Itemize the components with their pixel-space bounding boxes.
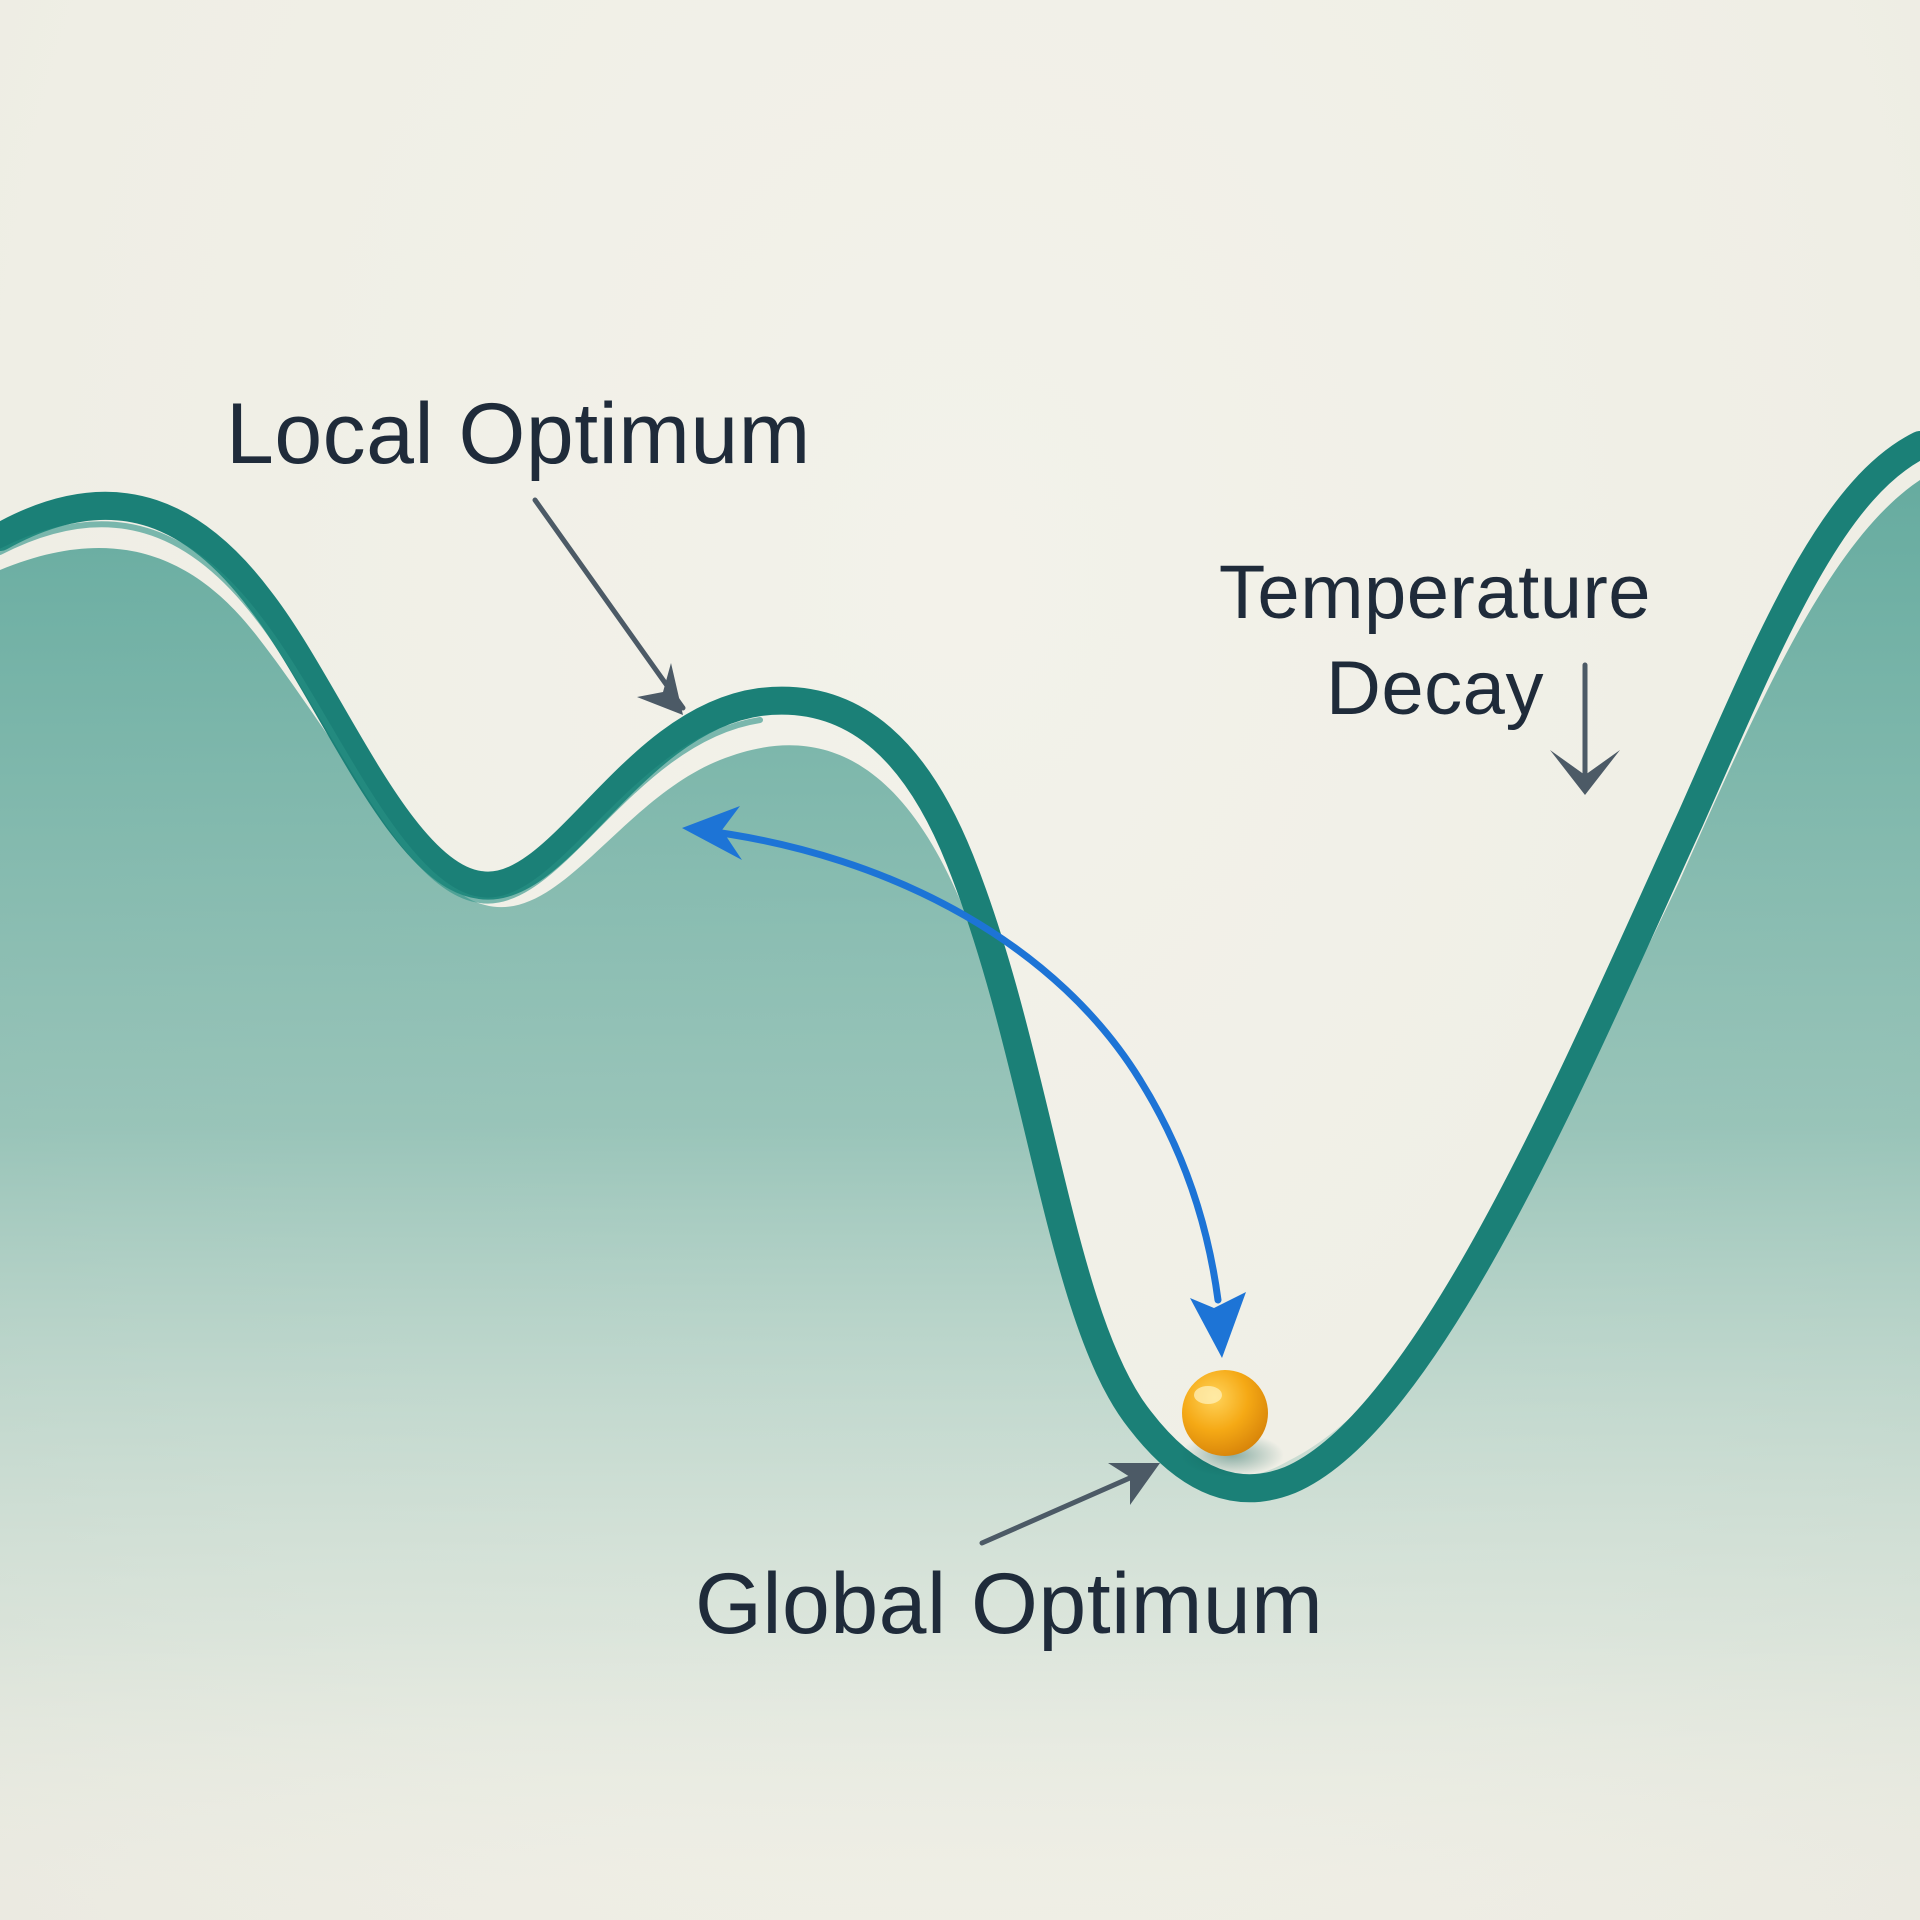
local-optimum-arrow	[532, 497, 686, 715]
transition-arrow	[682, 806, 1246, 1358]
landscape-fill	[0, 480, 1920, 1920]
landscape-curve	[0, 431, 1920, 1503]
ball-icon	[1182, 1370, 1268, 1456]
global-optimum-arrow	[979, 1463, 1160, 1546]
temperature-decay-arrow	[1550, 662, 1620, 795]
temperature-label-line2: Decay	[1326, 646, 1544, 731]
landscape-curve-highlight	[0, 521, 763, 904]
local-optimum-label: Local Optimum	[226, 386, 811, 482]
global-optimum-label: Global Optimum	[695, 1556, 1324, 1652]
temperature-label-line1: Temperature	[1218, 550, 1652, 635]
ball-highlight	[1194, 1386, 1222, 1404]
temperature-decay-label: Temperature Decay	[1200, 545, 1670, 737]
